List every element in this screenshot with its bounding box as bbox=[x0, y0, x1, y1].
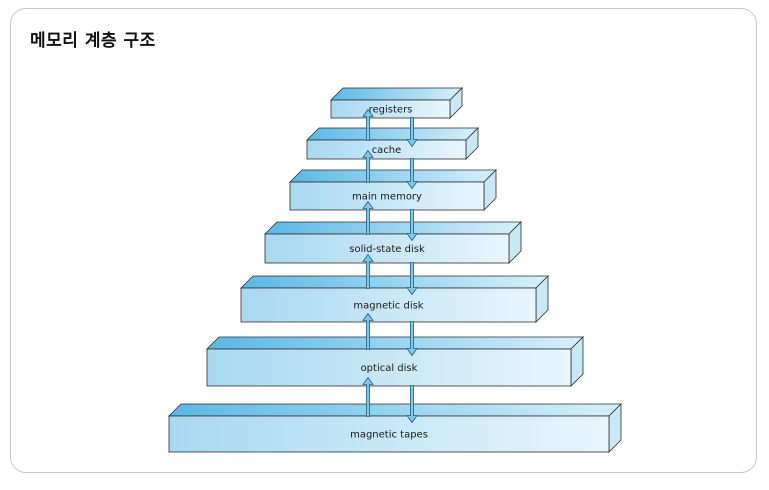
hierarchy-level: solid-state disk bbox=[264, 221, 522, 264]
level-front-face bbox=[168, 415, 610, 453]
level-label: optical disk bbox=[361, 363, 418, 374]
level-top-face bbox=[289, 169, 497, 183]
hierarchy-level: magnetic tapes bbox=[168, 403, 622, 453]
level-top-face bbox=[306, 127, 479, 141]
down-arrow bbox=[406, 385, 418, 424]
down-arrow bbox=[406, 262, 418, 296]
hierarchy-level: optical disk bbox=[206, 336, 584, 387]
level-front-face bbox=[206, 348, 572, 387]
up-arrow bbox=[362, 253, 374, 289]
up-arrow bbox=[362, 200, 374, 235]
level-label: registers bbox=[369, 105, 413, 116]
level-label: magnetic disk bbox=[353, 301, 423, 312]
level-top-face bbox=[240, 275, 549, 289]
up-arrow bbox=[362, 108, 374, 141]
level-top-face bbox=[330, 87, 463, 101]
down-arrow bbox=[406, 158, 418, 190]
down-arrow bbox=[406, 321, 418, 357]
level-front-face bbox=[289, 181, 485, 211]
up-arrow bbox=[362, 149, 374, 183]
up-arrow bbox=[362, 312, 374, 350]
up-arrow bbox=[362, 376, 374, 417]
level-front-face bbox=[330, 99, 451, 119]
hierarchy-level: magnetic disk bbox=[240, 275, 549, 323]
hierarchy-level: main memory bbox=[289, 169, 497, 211]
level-label: main memory bbox=[352, 192, 422, 203]
level-front-face bbox=[264, 233, 510, 264]
down-arrow bbox=[406, 117, 418, 148]
level-top-face bbox=[206, 336, 584, 350]
level-label: cache bbox=[372, 145, 402, 156]
level-front-face bbox=[306, 139, 467, 160]
level-top-face bbox=[168, 403, 622, 417]
page-title: 메모리 계층 구조 bbox=[30, 31, 156, 51]
hierarchy-level: cache bbox=[306, 127, 479, 160]
level-label: magnetic tapes bbox=[350, 430, 428, 441]
down-arrow bbox=[406, 209, 418, 242]
level-front-face bbox=[240, 287, 537, 323]
hierarchy-level: registers bbox=[330, 87, 463, 119]
level-label: solid-state disk bbox=[349, 244, 425, 255]
level-top-face bbox=[264, 221, 522, 235]
